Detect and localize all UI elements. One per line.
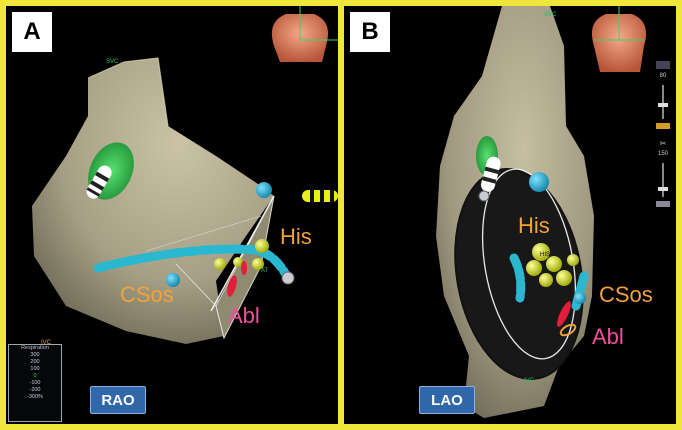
cs-catheter xyxy=(93,244,293,283)
his-marker xyxy=(255,239,269,253)
ablation-lesion xyxy=(241,261,247,275)
mapping-catheter xyxy=(302,190,338,202)
tool-header xyxy=(656,61,670,69)
clip-value: 150 xyxy=(657,151,668,157)
ivc-label: IVC xyxy=(41,340,52,346)
his-marker xyxy=(532,243,550,261)
respiration-tick: 300 xyxy=(30,352,40,358)
clip-slider[interactable] xyxy=(656,163,670,197)
marker-blue xyxy=(574,292,586,304)
his-marker xyxy=(546,256,562,272)
atrium-shell xyxy=(32,58,274,344)
torso-orientation-icon xyxy=(271,6,338,62)
marker-blue xyxy=(166,273,180,287)
panel-divider xyxy=(338,0,344,430)
respiration-tick: -100 xyxy=(29,380,41,386)
marker-blue xyxy=(256,182,272,198)
his-marker xyxy=(252,258,264,270)
his-label: His xyxy=(518,213,550,238)
respiration-tick: 100 xyxy=(30,366,40,372)
scissors-icon[interactable]: ✂ xyxy=(659,139,667,148)
ablation-lesion xyxy=(227,275,237,297)
respiration-tick: 0 xyxy=(33,373,37,379)
respiration-tick: -300% xyxy=(27,394,43,400)
his-marker xyxy=(539,273,553,287)
csos-label: CSos xyxy=(120,282,174,307)
ablation-lesion xyxy=(557,301,571,327)
zoom-value: 80 xyxy=(659,73,667,79)
his-catheter xyxy=(509,253,526,303)
panel-letter: B xyxy=(350,12,390,52)
svc-catheter xyxy=(86,165,112,199)
respiration-legend: Respiration 300 200 100 0 -100 -200 -300… xyxy=(8,344,62,422)
respiration-title: Respiration xyxy=(21,345,49,351)
respiration-tick: 200 xyxy=(30,359,40,365)
csos-label: CSos xyxy=(599,282,653,307)
abl-label: Abl xyxy=(592,324,624,349)
at-label: AT xyxy=(261,268,269,274)
his-marker xyxy=(233,257,243,267)
his-marker xyxy=(567,254,579,266)
his-marker xyxy=(556,270,572,286)
panel-b: B SVC IVC HIS His CSos Abl LAO 80 ✂ 150 xyxy=(344,6,676,424)
view-control-strip: 80 ✂ 150 xyxy=(656,61,670,209)
his-marker xyxy=(526,260,542,276)
ablation-ring xyxy=(559,323,577,337)
panel-a: A SVC AT IVC His CSos Abl RAO Respiratio… xyxy=(6,6,338,424)
marker-blue xyxy=(529,172,549,192)
view-lao-button[interactable]: LAO xyxy=(419,386,475,414)
lock-icon[interactable] xyxy=(656,201,670,207)
abl-label: Abl xyxy=(228,303,260,328)
panel-a-scene xyxy=(32,6,338,344)
panel-b-scene xyxy=(436,6,647,418)
svc-label: SVC xyxy=(106,59,119,65)
panel-letter: A xyxy=(12,12,52,52)
view-rao-button[interactable]: RAO xyxy=(90,386,146,414)
zoom-slider[interactable] xyxy=(656,85,670,119)
his-tag: HIS xyxy=(540,252,551,258)
his-marker xyxy=(214,258,226,270)
his-label: His xyxy=(280,224,312,249)
lock-icon[interactable] xyxy=(656,123,670,129)
svc-label: SVC xyxy=(544,12,557,18)
respiration-tick: -200 xyxy=(29,387,41,393)
torso-orientation-icon xyxy=(591,6,647,72)
svc-catheter xyxy=(480,156,501,192)
ivc-label: IVC xyxy=(524,378,535,384)
